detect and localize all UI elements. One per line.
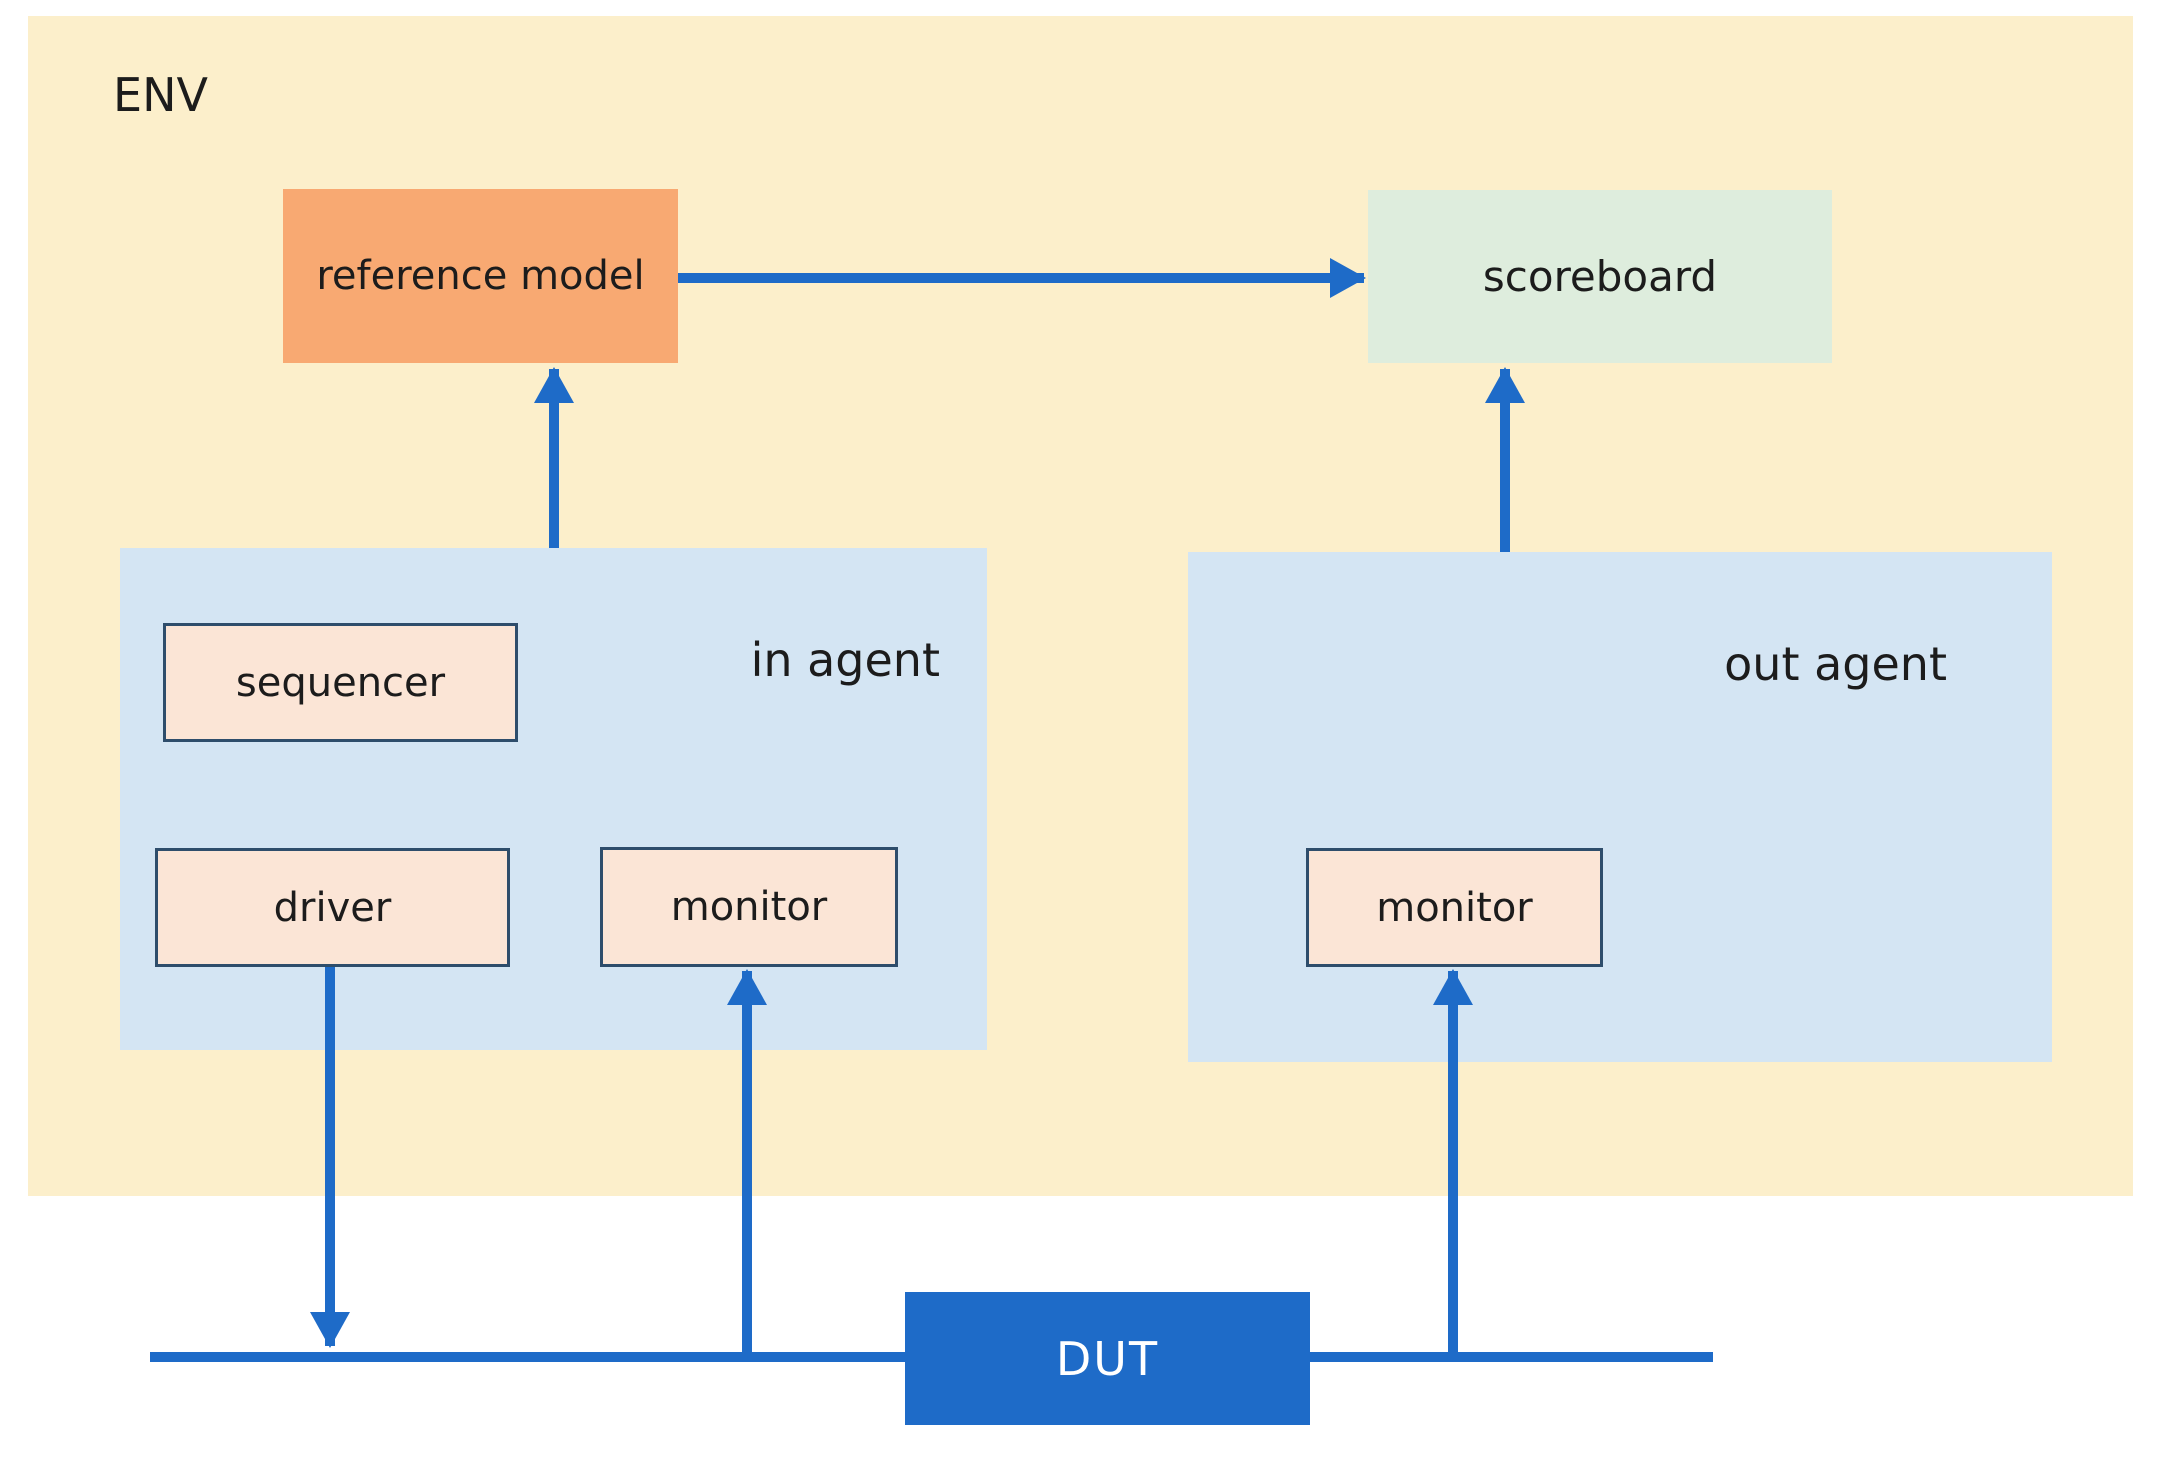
sequencer-label: sequencer bbox=[235, 659, 446, 706]
sequencer-box: sequencer bbox=[163, 623, 518, 742]
in-agent-monitor-label: monitor bbox=[670, 884, 828, 930]
scoreboard-label: scoreboard bbox=[1482, 252, 1718, 301]
dut-box: DUT bbox=[905, 1292, 1310, 1425]
out-agent-label: out agent bbox=[1724, 637, 1947, 691]
reference-model-label: reference model bbox=[316, 253, 645, 299]
driver-box: driver bbox=[155, 848, 510, 967]
driver-label: driver bbox=[273, 884, 392, 931]
reference-model-box: reference model bbox=[283, 189, 678, 363]
out-agent-monitor-box: monitor bbox=[1306, 848, 1603, 967]
out-agent-box: out agent bbox=[1188, 552, 2052, 1062]
in-agent-label: in agent bbox=[750, 633, 940, 687]
env-label: ENV bbox=[113, 68, 208, 122]
in-agent-monitor-box: monitor bbox=[600, 847, 898, 967]
out-agent-monitor-label: monitor bbox=[1376, 884, 1533, 931]
scoreboard-box: scoreboard bbox=[1368, 190, 1832, 363]
dut-label: DUT bbox=[1055, 1331, 1160, 1386]
